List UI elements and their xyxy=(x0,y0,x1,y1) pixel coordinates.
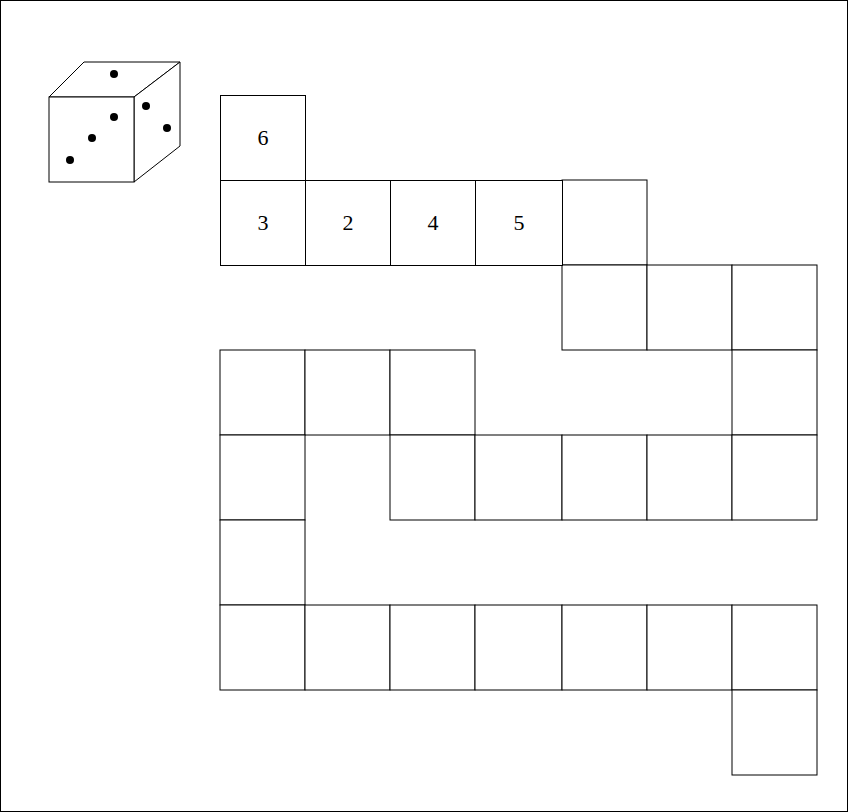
empty-cells xyxy=(220,180,817,775)
die-pips xyxy=(66,70,171,164)
empty-cell xyxy=(732,350,817,435)
empty-cell xyxy=(732,605,817,690)
empty-cell xyxy=(305,350,390,435)
number-cell: 6 xyxy=(220,95,306,181)
pip xyxy=(110,113,118,121)
empty-cell xyxy=(390,605,475,690)
empty-cell xyxy=(220,520,305,605)
empty-cell xyxy=(562,180,647,265)
empty-cell xyxy=(220,350,305,435)
empty-cell xyxy=(220,605,305,690)
cell-number: 2 xyxy=(343,210,354,236)
cell-number: 5 xyxy=(514,210,525,236)
pip xyxy=(88,134,96,142)
cell-number: 6 xyxy=(258,125,269,151)
number-cell: 5 xyxy=(475,180,563,266)
empty-cell xyxy=(390,350,475,435)
empty-cell xyxy=(647,605,732,690)
pip xyxy=(163,124,171,132)
die xyxy=(49,62,180,182)
empty-cell xyxy=(305,605,390,690)
number-cell: 4 xyxy=(390,180,476,266)
empty-cell xyxy=(732,435,817,520)
number-cell: 2 xyxy=(305,180,391,266)
empty-cell xyxy=(220,435,305,520)
empty-cell xyxy=(390,435,475,520)
cell-number: 3 xyxy=(258,210,269,236)
die-right-face xyxy=(134,62,180,182)
empty-cell xyxy=(562,265,647,350)
empty-cell xyxy=(562,605,647,690)
empty-cell xyxy=(732,265,817,350)
pip xyxy=(110,70,118,78)
cell-number: 4 xyxy=(428,210,439,236)
pip xyxy=(66,156,74,164)
pip xyxy=(142,102,150,110)
empty-cell xyxy=(647,265,732,350)
empty-cell xyxy=(647,435,732,520)
die-front-face xyxy=(49,97,134,182)
empty-cell xyxy=(562,435,647,520)
empty-cell xyxy=(475,605,562,690)
number-cell: 3 xyxy=(220,180,306,266)
empty-cell xyxy=(475,435,562,520)
empty-cell xyxy=(732,690,817,775)
